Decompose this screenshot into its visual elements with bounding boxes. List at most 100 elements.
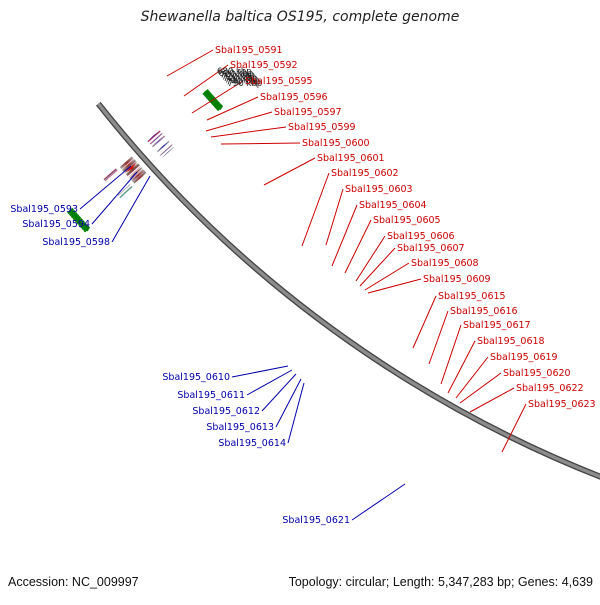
forward-gene-arrow — [123, 160, 136, 172]
forward-gene-arrow — [133, 172, 147, 184]
reverse-gene-arrow — [147, 130, 160, 142]
forward-gene-label[interactable]: Sbal195_0619 — [490, 352, 558, 363]
forward-gene-arrow — [124, 162, 138, 174]
forward-gene-arrow — [125, 163, 139, 175]
forward-gene-label[interactable]: Sbal195_0615 — [438, 291, 506, 302]
forward-gene-arrow — [131, 169, 145, 182]
forward-gene-label[interactable]: Sbal195_0591 — [215, 45, 283, 56]
reverse-gene-label[interactable]: Sbal195_0611 — [177, 390, 245, 401]
label-leader-line — [261, 373, 297, 412]
forward-gene-arrow — [129, 167, 142, 179]
genome-backbone — [96, 102, 600, 479]
forward-gene-label[interactable]: Sbal195_0617 — [463, 320, 531, 331]
reverse-gene-arrow — [162, 146, 175, 158]
reverse-gene-arrow — [147, 130, 161, 143]
label-leader-line — [325, 188, 344, 246]
forward-gene-label[interactable]: Sbal195_0600 — [302, 138, 370, 149]
reverse-gene-label[interactable]: Sbal195_0613 — [206, 422, 274, 433]
label-leader-line — [331, 204, 358, 267]
label-leader-line — [344, 219, 372, 274]
label-leader-line — [455, 356, 489, 399]
forward-gene-label[interactable]: Sbal195_0596 — [260, 92, 328, 103]
genome-backbone-layer — [95, 101, 600, 480]
reverse-gene-arrow — [156, 140, 170, 152]
label-leader-line — [191, 80, 244, 114]
forward-gene-label[interactable]: Sbal195_0595 — [245, 76, 313, 87]
label-leader-line — [351, 483, 406, 521]
label-leader-line — [79, 165, 132, 210]
reverse-gene-arrow — [147, 130, 161, 143]
label-leader-lines-layer — [79, 49, 527, 521]
forward-gene-label[interactable]: Sbal195_0618 — [477, 336, 545, 347]
label-leader-line — [459, 372, 502, 404]
forward-gene-arrow — [123, 160, 136, 172]
label-leader-line — [91, 171, 138, 225]
forward-gene-arrow — [132, 171, 146, 183]
label-leader-line — [183, 64, 229, 97]
reverse-gene-arrow — [149, 132, 163, 145]
forward-gene-arrow — [132, 170, 145, 182]
forward-gene-arrow — [122, 159, 136, 171]
reverse-gene-label[interactable]: Sbal195_0598 — [42, 237, 110, 248]
forward-gene-label[interactable]: Sbal195_0605 — [373, 215, 441, 226]
scale-label: 700 kbp — [220, 71, 255, 81]
forward-gene-label[interactable]: Sbal195_0608 — [411, 258, 479, 269]
reverse-gene-label[interactable]: Sbal195_0621 — [282, 515, 350, 526]
reverse-gene-label[interactable]: Sbal195_0610 — [162, 372, 230, 383]
forward-gene-label[interactable]: Sbal195_0623 — [528, 399, 596, 410]
label-leader-line — [447, 340, 476, 394]
forward-gene-arrow — [122, 160, 136, 172]
reverse-gene-label[interactable]: Sbal195_0593 — [10, 204, 78, 215]
forward-gene-label[interactable]: Sbal195_0599 — [288, 122, 356, 133]
forward-gene-arrow — [131, 169, 144, 181]
forward-gene-arrow — [128, 166, 141, 178]
forward-gene-label[interactable]: Sbal195_0607 — [397, 243, 465, 254]
genome-stats-text: Topology: circular; Length: 5,347,283 bp… — [288, 575, 593, 589]
forward-gene-label[interactable]: Sbal195_0601 — [317, 153, 385, 164]
reverse-gene-arrow — [160, 144, 173, 156]
label-leader-line — [206, 96, 259, 121]
forward-gene-label[interactable]: Sbal195_0602 — [331, 168, 399, 179]
forward-gene-arrow — [119, 156, 133, 168]
reverse-gene-arrow — [157, 141, 170, 153]
forward-gene-label[interactable]: Sbal195_0622 — [516, 383, 584, 394]
label-leader-line — [428, 310, 449, 365]
scale-label: 680 kbp — [217, 67, 252, 77]
forward-gene-label[interactable]: Sbal195_0609 — [423, 274, 491, 285]
scale-tick-minor — [86, 228, 89, 232]
reverse-gene-label[interactable]: Sbal195_0614 — [218, 438, 286, 449]
scale-label: 730 kbp — [225, 76, 260, 86]
reverse-gene-label[interactable]: Sbal195_0594 — [22, 219, 90, 230]
forward-gene-arrow — [120, 157, 133, 169]
label-leader-line — [287, 382, 305, 444]
forward-gene-arrow — [119, 156, 133, 168]
forward-gene-label[interactable]: Sbal195_0603 — [345, 184, 413, 195]
forward-gene-label[interactable]: Sbal195_0616 — [450, 306, 518, 317]
forward-gene-label[interactable]: Sbal195_0620 — [503, 368, 571, 379]
scale-ticks-layer — [67, 89, 224, 233]
forward-gene-arrow — [127, 164, 140, 177]
forward-gene-label[interactable]: Sbal195_0604 — [359, 200, 427, 211]
label-leader-line — [263, 157, 316, 186]
forward-gene-arrow — [123, 160, 136, 172]
map-title: Shewanella baltica OS195, complete genom… — [140, 9, 460, 25]
forward-gene-label[interactable]: Sbal195_0592 — [230, 60, 298, 71]
forward-gene-arrow — [132, 170, 146, 183]
label-leader-line — [440, 324, 462, 385]
label-leader-line — [355, 235, 386, 282]
forward-gene-arrow — [126, 164, 140, 177]
misc-feature-block — [119, 186, 133, 199]
label-leader-line — [367, 278, 422, 294]
misc-feature-block — [104, 169, 118, 182]
forward-gene-arrow — [121, 158, 134, 170]
reverse-gene-label[interactable]: Sbal195_0612 — [192, 406, 260, 417]
label-leader-line — [231, 365, 289, 378]
forward-gene-arrow — [131, 169, 144, 181]
label-leader-line — [210, 126, 287, 138]
label-leader-line — [301, 172, 330, 247]
forward-gene-arrow — [133, 171, 146, 183]
scale-label: 690 kbp — [219, 69, 254, 79]
forward-gene-label[interactable]: Sbal195_0606 — [387, 231, 455, 242]
forward-gene-label[interactable]: Sbal195_0597 — [274, 107, 342, 118]
